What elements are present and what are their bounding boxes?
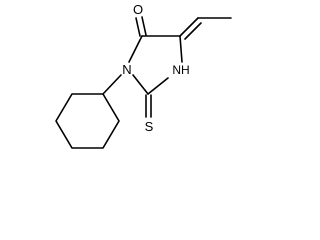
imidazolidine-ring: [128, 35, 183, 95]
chemical-structure-diagram: O N NH S: [55, 2, 232, 149]
atom-label-oxygen: O: [133, 2, 143, 17]
bond-c4-o-a: [135, 17, 141, 37]
bond-c4-n3: [128, 35, 143, 63]
bond-c5-c6-b: [184, 22, 202, 40]
atom-label-nitrogen-nh: NH: [172, 63, 189, 77]
carbonyl-double-bond: [135, 16, 147, 37]
bond-c5-c6-a: [179, 17, 199, 37]
atom-label-nitrogen-n3: N: [122, 62, 131, 77]
cyclohexyl-ring: [55, 93, 120, 149]
bond-n1-c5: [179, 35, 183, 63]
bond-n3-c2: [132, 74, 149, 95]
thione-double-bond: [145, 94, 152, 118]
bond-n3-cyclohexyl: [102, 74, 122, 95]
bond-c2-n1: [147, 77, 169, 95]
bond-c4-o-b: [141, 16, 147, 36]
ethylidene-group: [179, 17, 232, 40]
atom-label-sulfur: S: [145, 119, 154, 134]
